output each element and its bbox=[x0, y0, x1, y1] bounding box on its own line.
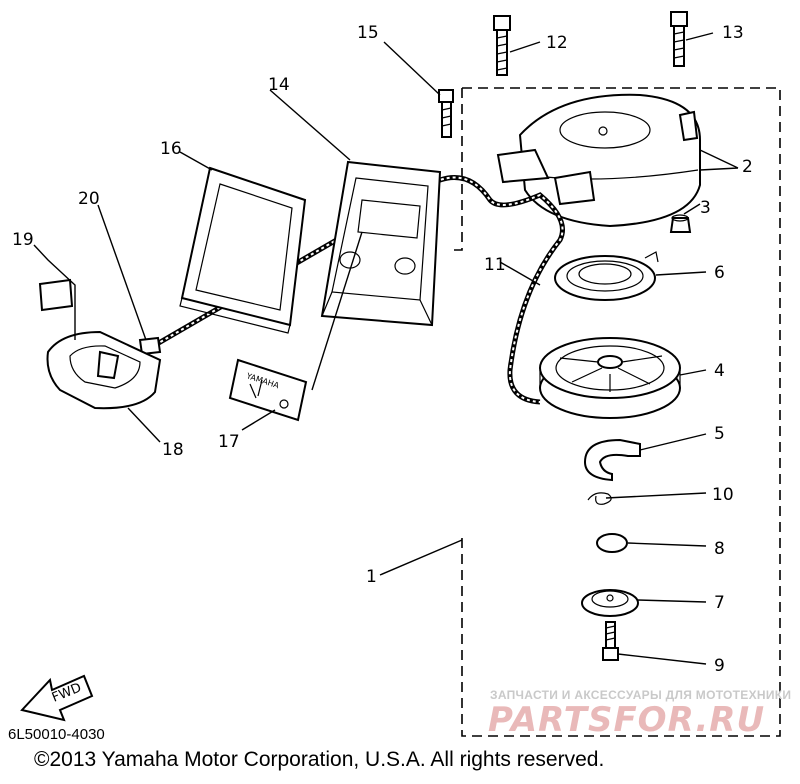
callout-17: 17 bbox=[218, 432, 240, 452]
part-handle-holder bbox=[320, 160, 442, 327]
assembly-boundary bbox=[450, 87, 781, 737]
callout-15: 15 bbox=[357, 23, 379, 43]
callout-3: 3 bbox=[700, 198, 711, 218]
callout-7: 7 bbox=[714, 593, 725, 613]
part-spring-10 bbox=[587, 492, 612, 505]
callout-2: 2 bbox=[742, 157, 753, 177]
drawing-code: 6L50010-4030 bbox=[8, 726, 105, 743]
callout-11: 11 bbox=[484, 255, 506, 275]
part-handle-rope bbox=[138, 336, 162, 356]
part-plate-8 bbox=[596, 533, 628, 553]
part-bolt-15 bbox=[438, 89, 454, 138]
part-sheave-drum bbox=[539, 337, 681, 419]
callout-6: 6 bbox=[714, 263, 725, 283]
callout-18: 18 bbox=[162, 440, 184, 460]
part-starter-case bbox=[496, 93, 701, 228]
copyright-notice: ©2013 Yamaha Motor Corporation, U.S.A. A… bbox=[34, 748, 605, 771]
part-label: YAMAHA bbox=[228, 358, 308, 422]
callout-9: 9 bbox=[714, 656, 725, 676]
part-drive-plate bbox=[581, 589, 639, 617]
part-cap bbox=[38, 278, 74, 312]
callout-13: 13 bbox=[722, 23, 744, 43]
part-drive-pawl bbox=[583, 438, 641, 482]
callout-numbers: 1 2 3 4 5 6 7 8 9 10 11 12 13 14 15 16 1… bbox=[12, 23, 753, 676]
callout-16: 16 bbox=[160, 139, 182, 159]
callout-5: 5 bbox=[714, 424, 725, 444]
leader-lines bbox=[33, 32, 739, 665]
callout-4: 4 bbox=[714, 361, 725, 381]
part-starter-handle bbox=[46, 330, 162, 410]
part-spiral-spring bbox=[554, 251, 659, 301]
part-bolt-9 bbox=[602, 621, 619, 661]
part-grommet-frame bbox=[179, 166, 307, 334]
callout-8: 8 bbox=[714, 539, 725, 559]
callout-14: 14 bbox=[268, 75, 290, 95]
part-bolt-12 bbox=[493, 15, 511, 76]
watermark-tagline: ЗАПЧАСТИ И АКСЕССУАРЫ ДЛЯ МОТОТЕХНИКИ bbox=[490, 688, 792, 702]
fwd-arrow: FWD bbox=[20, 674, 94, 722]
part-bolt-13 bbox=[670, 11, 688, 67]
callout-12: 12 bbox=[546, 33, 568, 53]
callout-20: 20 bbox=[78, 189, 100, 209]
watermark-logo: PARTSFOR.RU bbox=[488, 700, 766, 740]
callout-19: 19 bbox=[12, 230, 34, 250]
part-collar-nut bbox=[669, 214, 692, 233]
callout-10: 10 bbox=[712, 485, 734, 505]
callout-1: 1 bbox=[366, 567, 377, 587]
